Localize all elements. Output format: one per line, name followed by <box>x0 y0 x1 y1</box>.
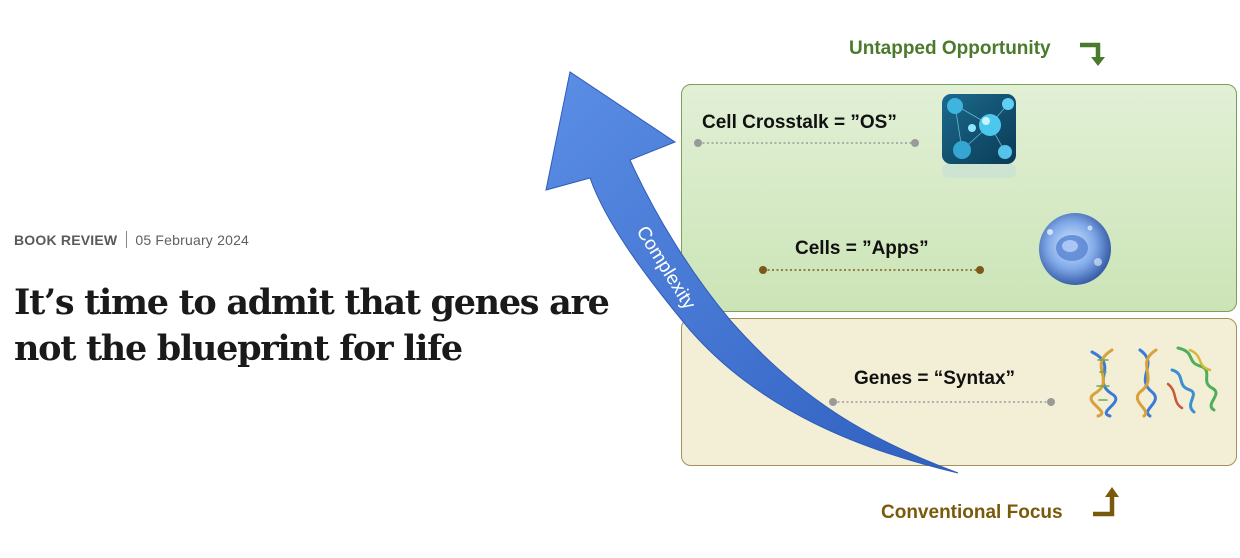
connector-genes <box>829 398 1055 406</box>
article-kicker: BOOK REVIEW 05 February 2024 <box>14 231 249 248</box>
row-label-cell-crosstalk: Cell Crosstalk = ”OS” <box>702 112 897 133</box>
conventional-arrow-icon <box>1093 487 1119 517</box>
publish-date: 05 February 2024 <box>135 232 250 248</box>
untapped-opportunity-caption: Untapped Opportunity <box>849 38 1051 59</box>
article-headline: It’s time to admit that genes are not th… <box>14 282 610 369</box>
connector-crosstalk <box>694 139 919 147</box>
dna-protein-icon <box>1089 346 1218 418</box>
complexity-arrow: Complexity <box>545 71 959 474</box>
section-label[interactable]: BOOK REVIEW <box>14 232 118 248</box>
cell-network-icon <box>942 94 1016 178</box>
row-label-genes: Genes = “Syntax” <box>854 368 1016 389</box>
row-label-cells: Cells = ”Apps” <box>795 238 929 259</box>
connector-cells <box>759 266 984 274</box>
cell-icon <box>1039 213 1111 285</box>
conventional-focus-caption: Conventional Focus <box>881 502 1063 523</box>
untapped-arrow-icon <box>1080 42 1105 66</box>
kicker-divider <box>126 231 128 248</box>
